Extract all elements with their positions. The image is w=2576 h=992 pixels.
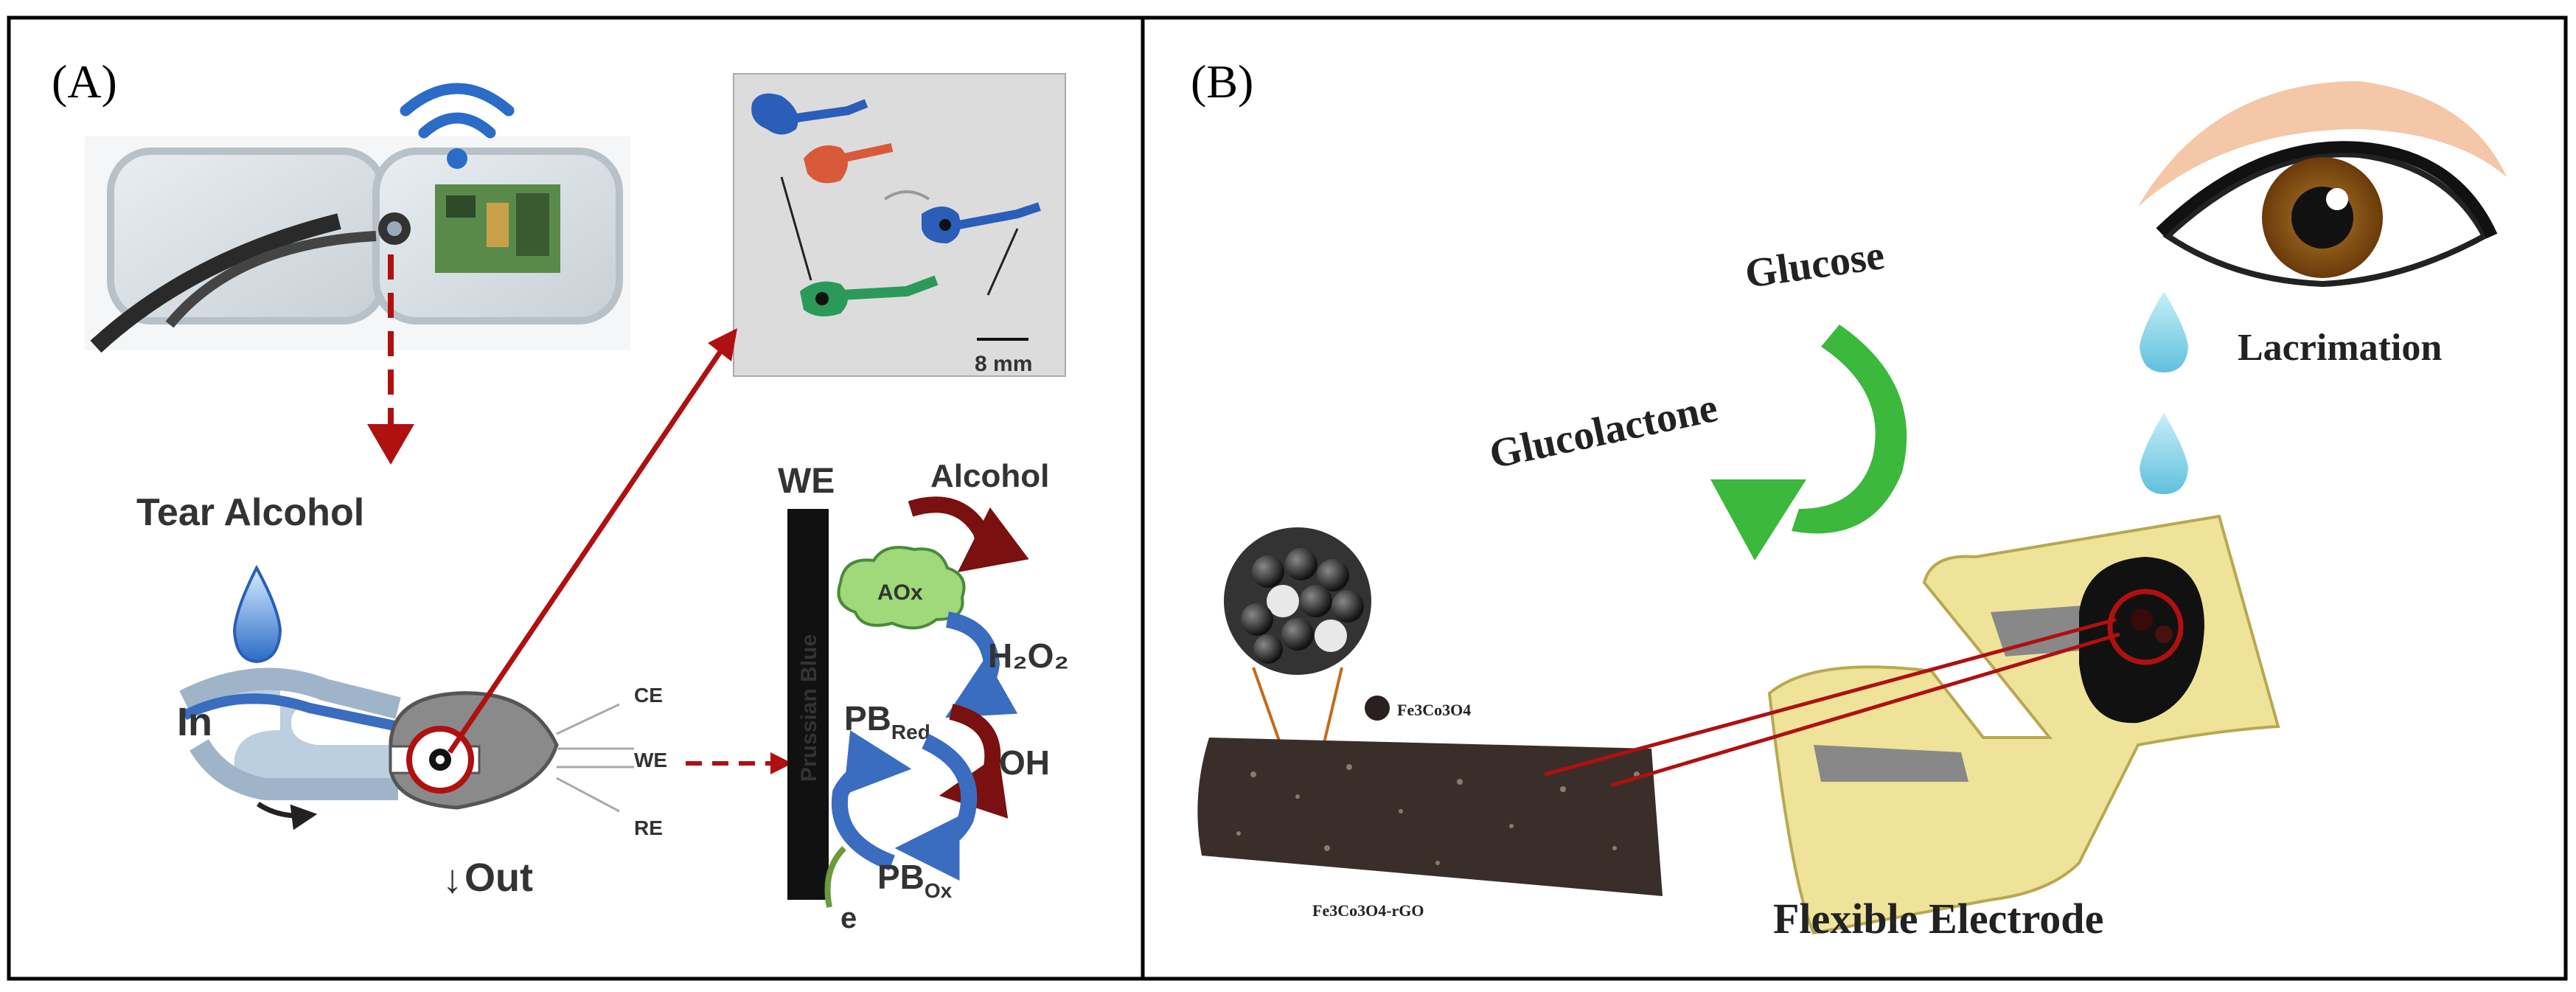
panel-a: (A) [52, 55, 1069, 934]
smart-glasses-image [85, 136, 630, 353]
electrode-re-label: RE [634, 816, 663, 839]
green-reaction-arrow [1710, 325, 1907, 561]
we-bar-label: WE [778, 462, 835, 501]
prussian-blue-label: Prussian Blue [797, 634, 821, 782]
h2o2-arrow [945, 611, 1018, 718]
electrode-we-label: WE [634, 749, 667, 771]
flexible-electrode-image [1767, 514, 2280, 935]
electron-arrow [824, 846, 846, 908]
tear-drop-icon-2 [2140, 413, 2188, 494]
composite-label: Fe3Co3O4-rGO [1312, 901, 1424, 920]
alcohol-label: Alcohol [930, 458, 1049, 494]
electrode-ce-label: CE [634, 684, 663, 707]
lacrimation-label: Lacrimation [2238, 327, 2442, 369]
particle-icon [1365, 696, 1390, 721]
zoom-line-bottom [1610, 632, 2120, 788]
panel-b-label: (B) [1191, 55, 1253, 108]
prussian-blue-electrode [787, 509, 829, 900]
outlet-arrow-icon: ↓ [442, 857, 462, 901]
panel-b: (B) Lacrimation Glucose Glucolactone [1191, 55, 2507, 943]
flexible-electrode-label: Flexible Electrode [1773, 895, 2103, 943]
red-arrow-to-inset [448, 341, 728, 754]
alcohol-arrow [908, 496, 1029, 572]
pb-ox-label: PBOx [877, 858, 953, 902]
oh-label: OH [999, 743, 1050, 782]
wifi-icon [400, 83, 515, 169]
aox-label: AOx [877, 580, 923, 605]
scale-bar-label: 8 mm [975, 352, 1032, 376]
electron-label: e [840, 902, 857, 934]
microfluidic-channel [179, 667, 402, 830]
particle-label: Fe3Co3O4 [1397, 701, 1471, 719]
nanoparticle-zoom-icon [1224, 527, 1371, 794]
pb-cycle-arrow-right [894, 734, 978, 881]
panel-a-label: (A) [52, 55, 117, 108]
microfluidic-inset-image: 8 mm [733, 73, 1066, 377]
blue-drop-icon [232, 564, 282, 664]
eye-icon [2138, 81, 2507, 288]
aox-enzyme-cloud [837, 546, 966, 630]
zoom-line-top [1544, 617, 2117, 777]
outlet-label: Out [464, 856, 533, 900]
h2o2-label: H₂O₂ [988, 637, 1069, 675]
inlet-label: In [177, 700, 212, 744]
pb-cycle-arrow-left [831, 730, 912, 871]
tear-drop-icon-1 [2140, 291, 2188, 372]
red-arrow-head-down [367, 424, 414, 465]
composite-film [1197, 738, 1663, 896]
tear-alcohol-label: Tear Alcohol [136, 491, 364, 534]
